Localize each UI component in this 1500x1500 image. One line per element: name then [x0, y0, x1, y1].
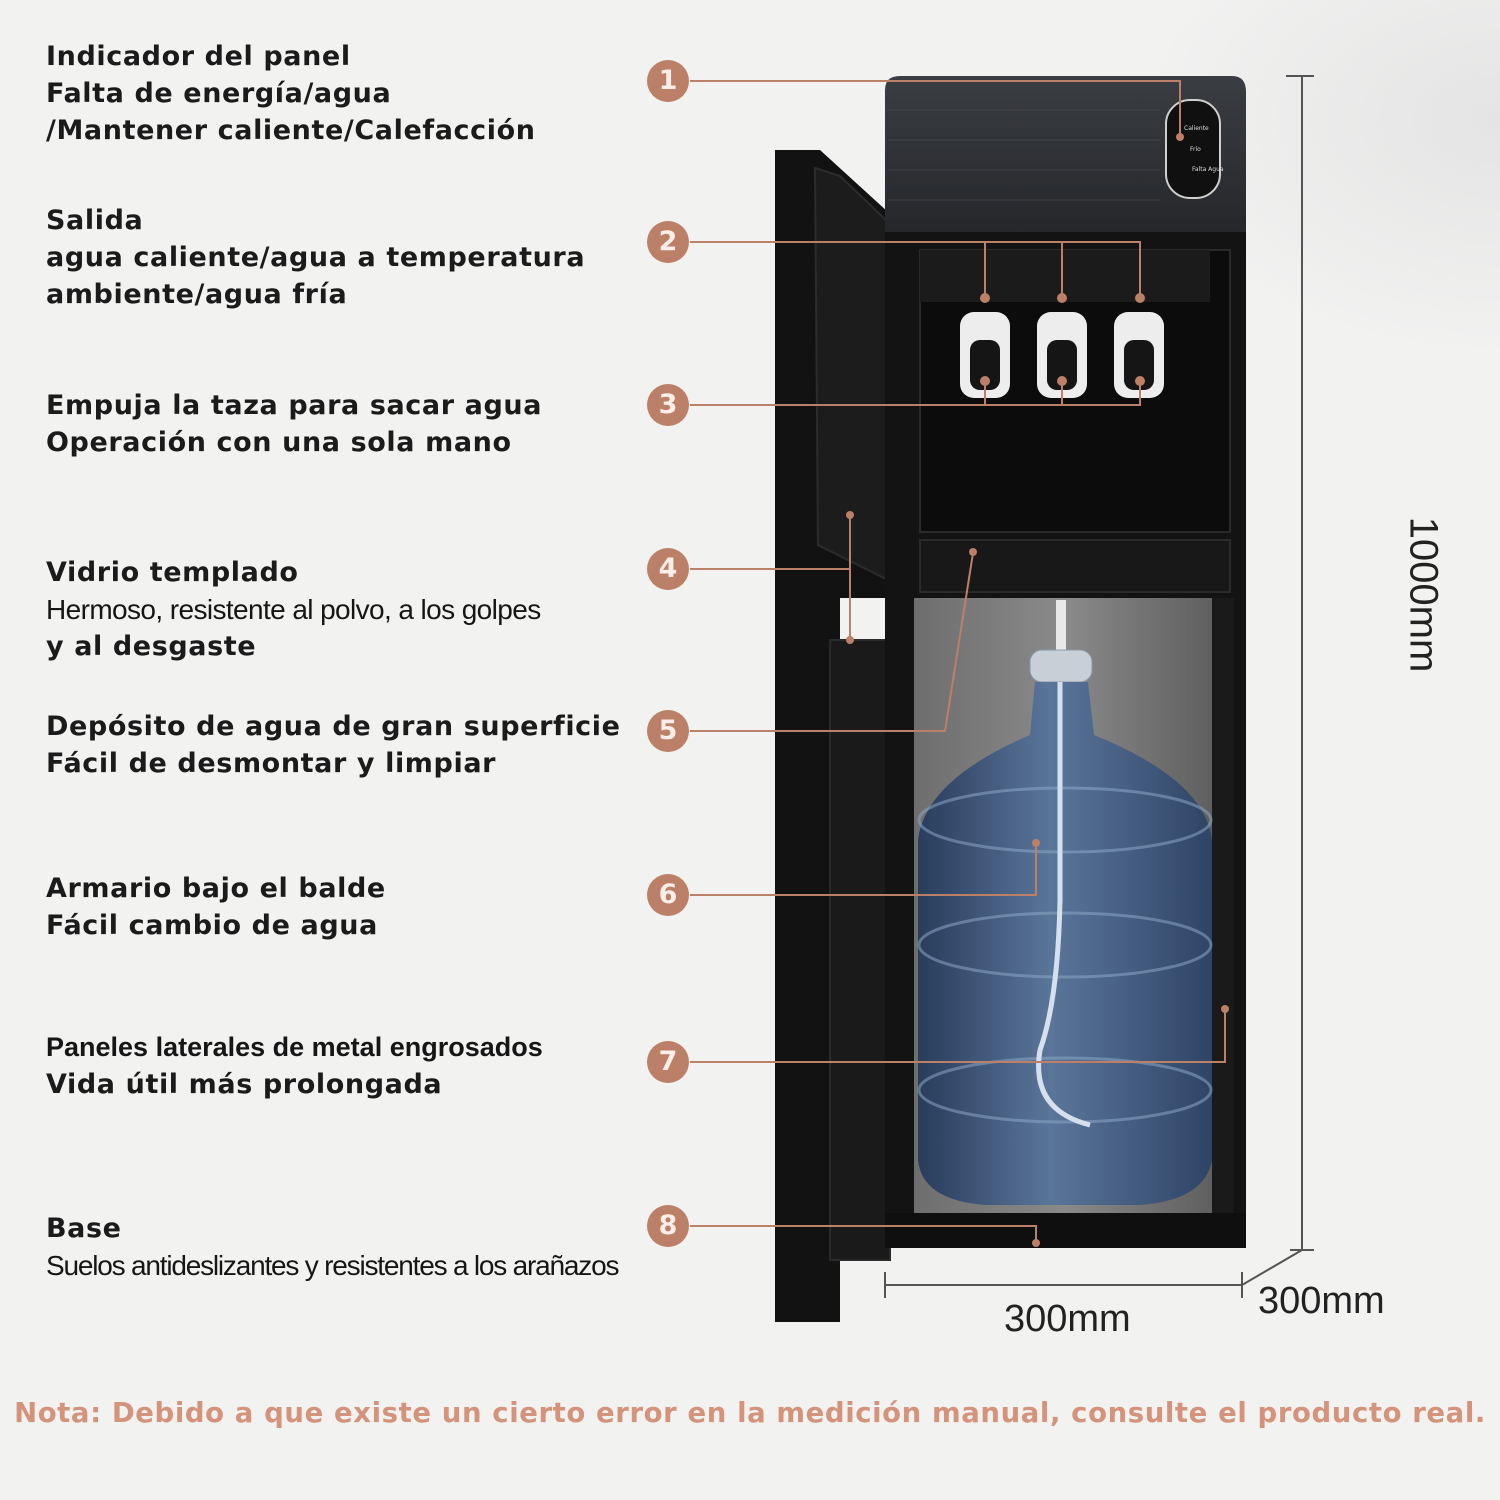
badge-5: 5 — [647, 710, 689, 752]
leader-dots — [846, 133, 1229, 1247]
leader-lines — [690, 80, 1226, 1242]
dimension-lines — [884, 75, 1314, 1298]
badge-1: 1 — [647, 60, 689, 102]
feature-3-line-2: Operación con una sola mano — [46, 427, 512, 458]
badge-4: 4 — [647, 548, 689, 590]
feature-8-title: Base — [46, 1213, 122, 1244]
badge-6: 6 — [647, 874, 689, 916]
panel-label-no-water: Falta Agua — [1192, 166, 1224, 173]
feature-6-line-2: Fácil cambio de agua — [46, 910, 378, 941]
depth-dimension-label: 300mm — [1258, 1280, 1385, 1322]
feature-4: Vidrio templado Hermoso, resistente al p… — [46, 554, 541, 665]
feature-2: Salida agua caliente/agua a temperatura … — [46, 202, 585, 313]
feature-4-title: Vidrio templado — [46, 557, 299, 588]
feature-1: Indicador del panel Falta de energía/agu… — [46, 38, 536, 149]
feature-4-line-2: Hermoso, resistente al polvo, a los golp… — [46, 594, 541, 625]
feature-8: Base Suelos antideslizantes y resistente… — [46, 1210, 619, 1284]
feature-1-title: Indicador del panel — [46, 41, 351, 72]
feature-3: Empuja la taza para sacar agua Operación… — [46, 387, 542, 461]
feature-6-title: Armario bajo el balde — [46, 873, 386, 904]
panel-label-hot: Caliente — [1184, 125, 1209, 132]
feature-7-title: Paneles laterales de metal engrosados — [46, 1032, 543, 1062]
feature-5-title: Depósito de agua de gran superficie — [46, 711, 621, 742]
feature-2-title: Salida — [46, 205, 144, 236]
feature-1-line-2: Falta de energía/agua — [46, 78, 392, 109]
feature-6: Armario bajo el balde Fácil cambio de ag… — [46, 870, 386, 944]
badge-8: 8 — [647, 1205, 689, 1247]
feature-2-line-2: agua caliente/agua a temperatura — [46, 242, 586, 273]
feature-8-line-2: Suelos antideslizantes y resistentes a l… — [46, 1250, 619, 1281]
water-taps — [960, 312, 1164, 398]
water-bottle — [917, 600, 1213, 1205]
panel-label-cold: Frío — [1190, 146, 1201, 153]
badge-7: 7 — [647, 1041, 689, 1083]
feature-3-title: Empuja la taza para sacar agua — [46, 390, 543, 421]
badge-2: 2 — [647, 221, 689, 263]
badge-3: 3 — [647, 384, 689, 426]
feature-5: Depósito de agua de gran superficie Fáci… — [46, 708, 621, 782]
feature-7-line-2: Vida útil más prolongada — [46, 1069, 443, 1100]
feature-5-line-2: Fácil de desmontar y limpiar — [46, 748, 497, 779]
feature-7: Paneles laterales de metal engrosados Vi… — [46, 1029, 543, 1103]
measurement-note: Nota: Debido a que existe un cierto erro… — [14, 1397, 1486, 1429]
feature-1-line-3: /Mantener caliente/Calefacción — [46, 115, 536, 146]
width-dimension-label: 300mm — [1004, 1298, 1131, 1340]
feature-2-line-3: ambiente/agua fría — [46, 279, 348, 310]
feature-4-line-3: y al desgaste — [46, 631, 257, 662]
height-dimension-label: 1000mm — [1401, 516, 1446, 673]
open-door — [775, 150, 891, 1322]
